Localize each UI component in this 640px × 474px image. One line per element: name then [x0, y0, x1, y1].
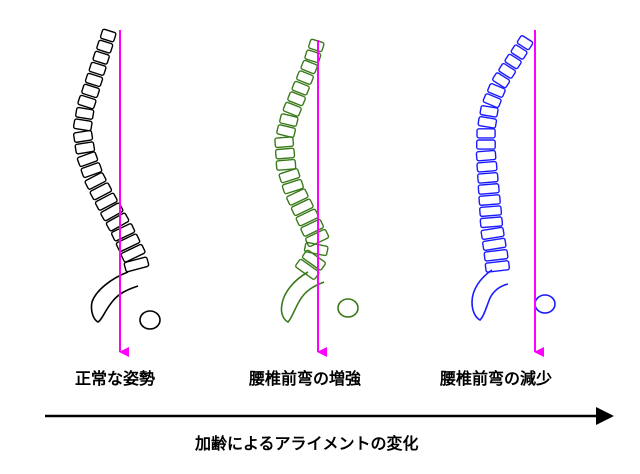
vertebra: [484, 249, 508, 261]
vertebra: [286, 188, 308, 205]
femoral-head: [535, 295, 555, 313]
spine-lordosis-decrease: [472, 30, 555, 352]
vertebra: [85, 172, 107, 190]
vertebra: [478, 173, 499, 184]
vertebra: [106, 212, 130, 231]
vertebra: [492, 72, 510, 88]
label-normal-posture: 正常な姿勢: [75, 365, 155, 389]
sacrum: [472, 270, 508, 320]
vertebra: [275, 137, 294, 148]
vertebra: [478, 116, 497, 128]
vertebra: [479, 195, 500, 206]
aging-arrow: [45, 407, 614, 425]
vertebra: [276, 159, 296, 170]
vertebra: [480, 217, 502, 228]
vertebra: [511, 44, 528, 59]
vertebra: [504, 54, 521, 70]
vertebra: [296, 209, 319, 227]
vertebra: [477, 161, 497, 172]
label-lordosis-increase: 腰椎前弯の増強: [249, 365, 361, 389]
vertebra: [124, 257, 149, 272]
femoral-head: [140, 311, 160, 329]
vertebra: [480, 206, 502, 217]
aging-caption: 加齢によるアライメントの変化: [195, 430, 419, 454]
vertebra: [482, 238, 506, 251]
vertebra: [478, 184, 499, 195]
vertebra: [476, 150, 496, 161]
vertebra: [111, 223, 135, 241]
vertebra: [95, 193, 118, 211]
vertebra: [75, 107, 94, 119]
spine-normal: [73, 29, 160, 352]
vertebra: [487, 83, 506, 98]
sacrum: [91, 272, 138, 322]
vertebra: [73, 130, 92, 142]
vertebra: [275, 148, 294, 159]
vertebra: [498, 63, 516, 79]
vertebra: [90, 182, 113, 200]
vertebra: [81, 162, 103, 178]
vertebra: [477, 140, 496, 149]
vertebra: [480, 105, 498, 117]
vertebra: [300, 219, 324, 237]
vertebra: [517, 35, 534, 50]
femoral-head: [338, 299, 358, 317]
vertebra: [291, 199, 314, 216]
vertebra: [485, 261, 509, 273]
vertebra: [481, 227, 504, 239]
spine-lordosis-increase: [275, 39, 358, 352]
label-lordosis-decrease: 腰椎前弯の減少: [440, 365, 552, 389]
vertebra: [73, 119, 92, 131]
vertebra: [477, 129, 495, 138]
